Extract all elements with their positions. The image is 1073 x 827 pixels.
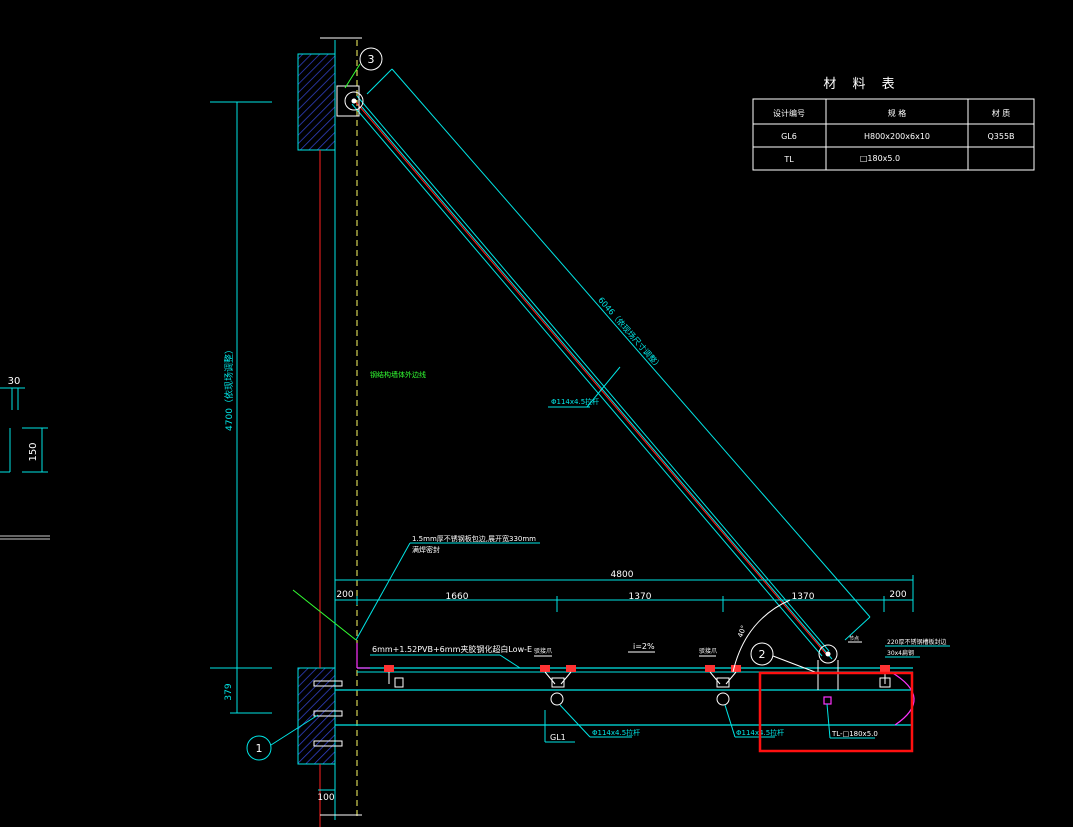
callout-3-label: 3	[368, 53, 375, 66]
gl1-label: GL1	[550, 733, 566, 742]
dim-diagonal: 6046（依现场尺寸调整）	[596, 295, 664, 371]
callout-2-label: 2	[759, 648, 766, 661]
angle-arc	[732, 599, 791, 673]
table-cell: TL	[783, 155, 794, 164]
vertical-dimension: 4700（依现场调整） 379	[210, 101, 272, 714]
rod-section-b	[716, 692, 730, 706]
dim-1370-b: 1370	[792, 592, 815, 602]
tl-section-marker	[823, 696, 832, 705]
slope-label: i=2%	[633, 642, 655, 651]
bottom-pin-node: 节点	[817, 636, 862, 690]
dim-200-right: 200	[889, 590, 906, 600]
glass-spec: 6mm+1.52PVB+6mm夹胶钢化超白Low-E	[372, 644, 532, 654]
dim-1660: 1660	[446, 592, 469, 602]
node-small-label: 节点	[849, 636, 859, 642]
steel-note-1: 1.5mm厚不锈钢板包边,展开宽330mm	[412, 534, 536, 543]
callout-3: 3	[344, 47, 383, 89]
top-wall-section	[297, 53, 336, 151]
table-header-id: 设计编号	[773, 108, 805, 118]
left-detail: 30 150	[0, 376, 50, 540]
right-note-1: 220厚不锈钢槽板封边	[887, 638, 946, 646]
wall-note: 钢结构墙体外边线	[370, 370, 426, 379]
table-header-material: 材 质	[992, 108, 1011, 118]
tl-label: TL-□180x5.0	[831, 730, 878, 738]
clamp-label-b: 驳接爪	[699, 647, 717, 655]
callout-1: 1	[246, 714, 319, 761]
highlight-box	[758, 671, 914, 753]
angle-label: 40°	[736, 624, 748, 638]
callout-2: 2	[750, 642, 816, 673]
material-table: 材 料 表 设计编号 规 格 材 质 GL6 H800x200x6x10 Q35…	[752, 77, 1035, 171]
dim-100: 100	[317, 793, 334, 803]
clamp-label-a: 驳接爪	[534, 647, 552, 655]
right-note-2: 30x4扁钢	[887, 649, 914, 657]
dim-200-left: 200	[336, 590, 353, 600]
callout-1-label: 1	[256, 742, 263, 755]
table-header-spec: 规 格	[888, 108, 907, 118]
rod-diag-label: Φ114x4.5拉杆	[551, 397, 599, 406]
top-pin-node	[336, 85, 364, 117]
table-cell: Q355B	[987, 132, 1014, 141]
dim-4800: 4800	[611, 570, 634, 580]
horizontal-dimensions: 4800 200 1660 1370 1370 200	[334, 570, 914, 612]
table-cell: □180x5.0	[860, 154, 900, 163]
rod-section-a	[550, 692, 564, 706]
dim-30: 30	[8, 376, 21, 387]
table-title: 材 料 表	[823, 77, 900, 92]
dim-379: 379	[224, 683, 234, 700]
dim-4700: 4700（依现场调整）	[223, 345, 235, 431]
table-cell: GL6	[781, 132, 797, 141]
rod-a-label: Φ114x4.5拉杆	[592, 728, 640, 737]
dim-150: 150	[28, 442, 39, 461]
dim-1370-a: 1370	[629, 592, 652, 602]
table-cell: H800x200x6x10	[864, 132, 930, 141]
steel-note-2: 满焊密封	[412, 545, 440, 554]
anchor-bolts	[313, 680, 343, 747]
spider-clamps	[384, 665, 891, 688]
